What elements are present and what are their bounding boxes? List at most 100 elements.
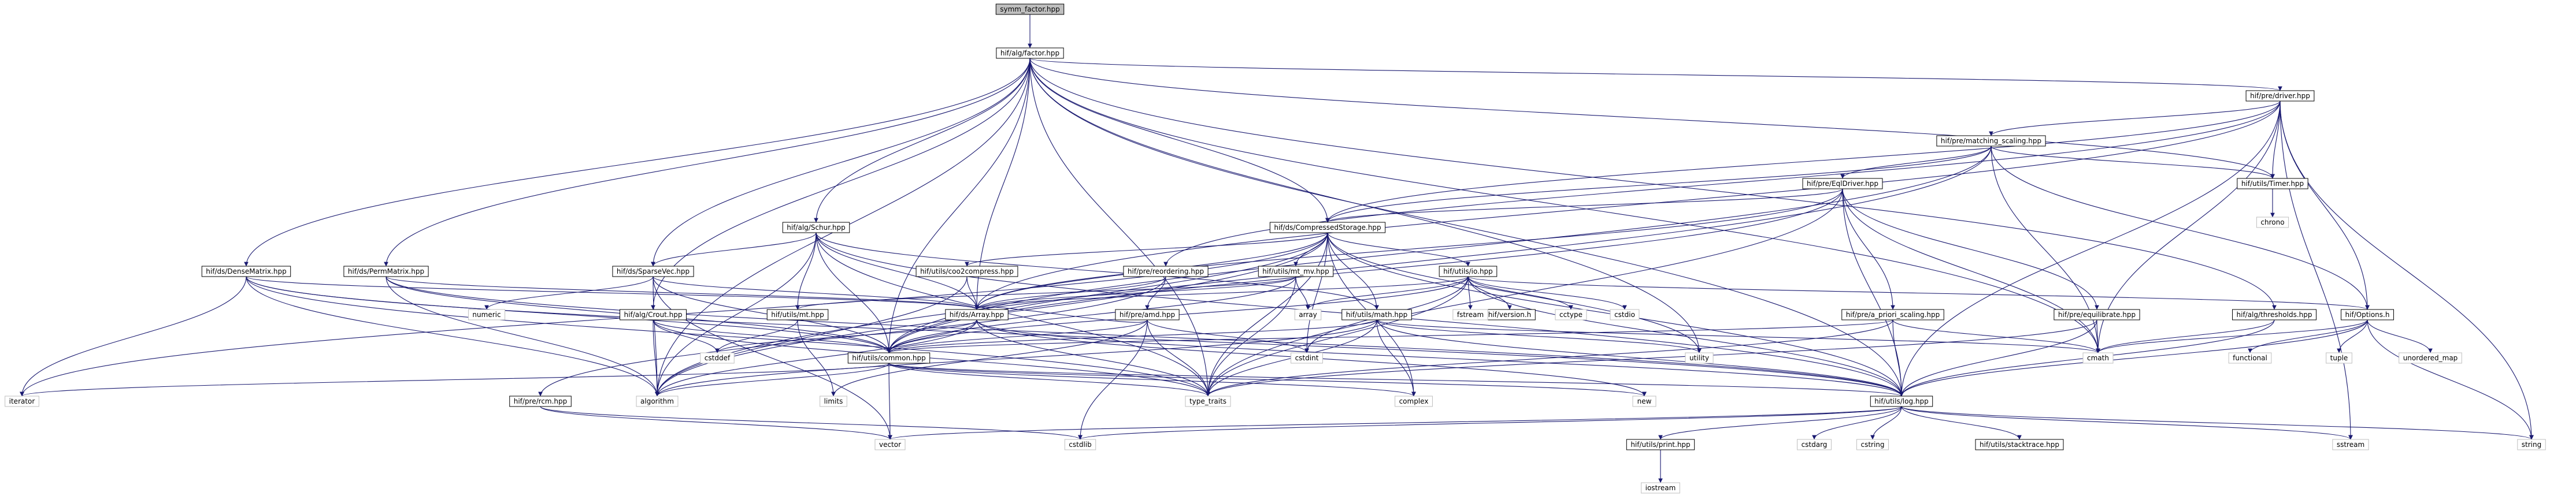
file-node-hif-pre-driver-hpp[interactable]: hif/pre/driver.hpp bbox=[2245, 90, 2315, 102]
dependency-edge bbox=[1467, 276, 1512, 310]
node-label: numeric bbox=[472, 311, 501, 319]
file-node-hif-utils-coo2compress-hpp[interactable]: hif/utils/coo2compress.hpp bbox=[916, 266, 1018, 277]
dependency-edge bbox=[1840, 146, 1992, 179]
dependency-edge bbox=[816, 232, 1210, 397]
node-label: cstddef bbox=[705, 354, 731, 362]
dependency-edge bbox=[1206, 188, 1843, 397]
file-node-hif-version-h[interactable]: hif/version.h bbox=[1484, 309, 1536, 320]
dependency-edge bbox=[1376, 319, 1904, 397]
dependency-edge bbox=[2367, 319, 2433, 353]
file-node-hif-utils-common-hpp[interactable]: hif/utils/common.hpp bbox=[847, 352, 931, 364]
dependency-edge bbox=[1899, 319, 2368, 397]
dependency-edge bbox=[655, 363, 889, 397]
node-label: hif/pre/EqlDriver.hpp bbox=[1807, 180, 1878, 188]
dependency-edge bbox=[965, 232, 1328, 267]
dependency-edge bbox=[816, 232, 891, 353]
dependency-edge bbox=[386, 276, 1904, 397]
dependency-edge bbox=[1467, 276, 1627, 310]
dependency-edge bbox=[1325, 100, 2281, 223]
file-node-hif-alg-crout-hpp[interactable]: hif/alg/Crout.hpp bbox=[620, 309, 687, 320]
file-node-hif-utils-stacktrace-hpp[interactable]: hif/utils/stacktrace.hpp bbox=[1975, 439, 2064, 450]
file-node-hif-options-h[interactable]: hif/Options.h bbox=[2341, 309, 2394, 320]
file-node-hif-alg-schur-hpp[interactable]: hif/alg/Schur.hpp bbox=[782, 222, 850, 233]
file-node-hif-pre-amd-hpp[interactable]: hif/pre/amd.hpp bbox=[1115, 309, 1180, 320]
node-label: type_traits bbox=[1189, 397, 1226, 405]
file-node-hif-pre-equilibrate-hpp[interactable]: hif/pre/equilibrate.hpp bbox=[2054, 309, 2140, 320]
dependency-edge bbox=[653, 319, 891, 353]
dependency-edge bbox=[653, 276, 659, 397]
node-label: array bbox=[1299, 311, 1317, 319]
node-label: unordered_map bbox=[2403, 354, 2458, 362]
node-label: chrono bbox=[2260, 218, 2284, 226]
system-header-cstring: cstring bbox=[1856, 439, 1889, 450]
dependency-edge bbox=[888, 363, 1416, 397]
dependency-edge bbox=[814, 58, 1031, 223]
dependency-edge bbox=[1376, 319, 2100, 353]
system-header-limits: limits bbox=[820, 396, 847, 407]
dependency-edge bbox=[1892, 319, 1904, 397]
file-node-hif-pre-reordering-hpp[interactable]: hif/pre/reordering.hpp bbox=[1123, 266, 1209, 277]
dependency-edge bbox=[888, 363, 1210, 397]
dependency-edge bbox=[1842, 188, 1895, 310]
dependency-edge bbox=[653, 319, 720, 353]
dependency-edge bbox=[831, 319, 1148, 397]
file-nodes: symm_factor.hpphif/alg/factor.hpphif/pre… bbox=[5, 3, 2546, 494]
file-node-hif-alg-thresholds-hpp[interactable]: hif/alg/thresholds.hpp bbox=[2232, 309, 2316, 320]
file-node-hif-alg-factor-hpp[interactable]: hif/alg/factor.hpp bbox=[996, 47, 1064, 59]
dependency-edge bbox=[887, 146, 1992, 353]
file-node-hif-utils-print-hpp[interactable]: hif/utils/print.hpp bbox=[1626, 439, 1695, 450]
dependency-edge bbox=[1467, 276, 1904, 397]
file-node-hif-pre-rcm-hpp[interactable]: hif/pre/rcm.hpp bbox=[509, 396, 572, 407]
dependency-edge bbox=[974, 276, 1296, 310]
dependency-edge bbox=[795, 232, 817, 310]
dependency-edge bbox=[1029, 58, 1330, 223]
system-header-algorithm: algorithm bbox=[636, 396, 679, 407]
file-node-hif-utils-log-hpp[interactable]: hif/utils/log.hpp bbox=[1870, 396, 1933, 407]
dependency-edge bbox=[1304, 232, 1328, 353]
dependency-edge bbox=[655, 319, 1377, 397]
dependency-edge bbox=[887, 188, 1843, 353]
system-header-cstdarg: cstdarg bbox=[1797, 439, 1832, 450]
file-node-hif-utils-timer-hpp[interactable]: hif/utils/Timer.hpp bbox=[2237, 178, 2308, 189]
dependency-edge bbox=[1901, 406, 2022, 440]
dependency-edge bbox=[1206, 319, 1893, 397]
file-node-hif-pre-matching-scaling-hpp[interactable]: hif/pre/matching_scaling.hpp bbox=[1936, 135, 2046, 147]
dependency-edge bbox=[887, 319, 977, 353]
system-header-cctype: cctype bbox=[1555, 309, 1587, 320]
node-label: hif/alg/thresholds.hpp bbox=[2237, 311, 2312, 319]
dependency-edge bbox=[1327, 232, 1379, 310]
node-label: iostream bbox=[1645, 484, 1676, 492]
file-node-hif-utils-mt-mv-hpp[interactable]: hif/utils/mt_mv.hpp bbox=[1258, 266, 1334, 277]
file-node-hif-pre-eqldriver-hpp[interactable]: hif/pre/EqlDriver.hpp bbox=[1802, 178, 1883, 189]
file-node-hif-utils-mt-hpp[interactable]: hif/utils/mt.hpp bbox=[766, 309, 829, 320]
dependency-edge bbox=[1842, 188, 2099, 310]
file-node-hif-ds-densematrix-hpp[interactable]: hif/ds/DenseMatrix.hpp bbox=[201, 266, 291, 277]
dependency-edge bbox=[20, 363, 889, 397]
file-node-hif-utils-io-hpp[interactable]: hif/utils/io.hpp bbox=[1439, 266, 1498, 277]
node-label: complex bbox=[1399, 397, 1429, 405]
node-label: string bbox=[2522, 441, 2541, 449]
file-node-hif-pre-a-priori-scaling-hpp[interactable]: hif/pre/a_priori_scaling.hpp bbox=[1841, 309, 1944, 320]
dependency-edge bbox=[816, 232, 1379, 310]
dependency-edge bbox=[1147, 319, 1210, 397]
node-label: hif/alg/Crout.hpp bbox=[624, 311, 683, 319]
file-node-hif-utils-math-hpp[interactable]: hif/utils/math.hpp bbox=[1341, 309, 1412, 320]
file-node-hif-ds-array-hpp[interactable]: hif/ds/Array.hpp bbox=[945, 309, 1009, 320]
file-node-hif-ds-permmatrix-hpp[interactable]: hif/ds/PermMatrix.hpp bbox=[343, 266, 429, 277]
dependency-edge bbox=[1376, 319, 1416, 397]
node-label: hif/utils/stacktrace.hpp bbox=[1980, 441, 2059, 449]
file-node-hif-ds-compressedstorage-hpp[interactable]: hif/ds/CompressedStorage.hpp bbox=[1269, 222, 1386, 233]
node-label: functional bbox=[2233, 354, 2267, 362]
node-label: algorithm bbox=[640, 397, 674, 405]
dependency-edge bbox=[2096, 319, 2275, 353]
dependency-edge bbox=[540, 406, 892, 440]
node-label: hif/version.h bbox=[1488, 311, 1532, 319]
dependency-edge bbox=[1029, 58, 2100, 353]
system-header-iterator: iterator bbox=[5, 396, 39, 407]
node-label: hif/utils/mt.hpp bbox=[771, 311, 824, 319]
node-label: hif/pre/equilibrate.hpp bbox=[2058, 311, 2136, 319]
dependency-edge bbox=[974, 305, 1148, 323]
file-node-hif-ds-sparsevec-hpp[interactable]: hif/ds/SparseVec.hpp bbox=[612, 266, 694, 277]
dependency-edge bbox=[1206, 276, 1296, 397]
